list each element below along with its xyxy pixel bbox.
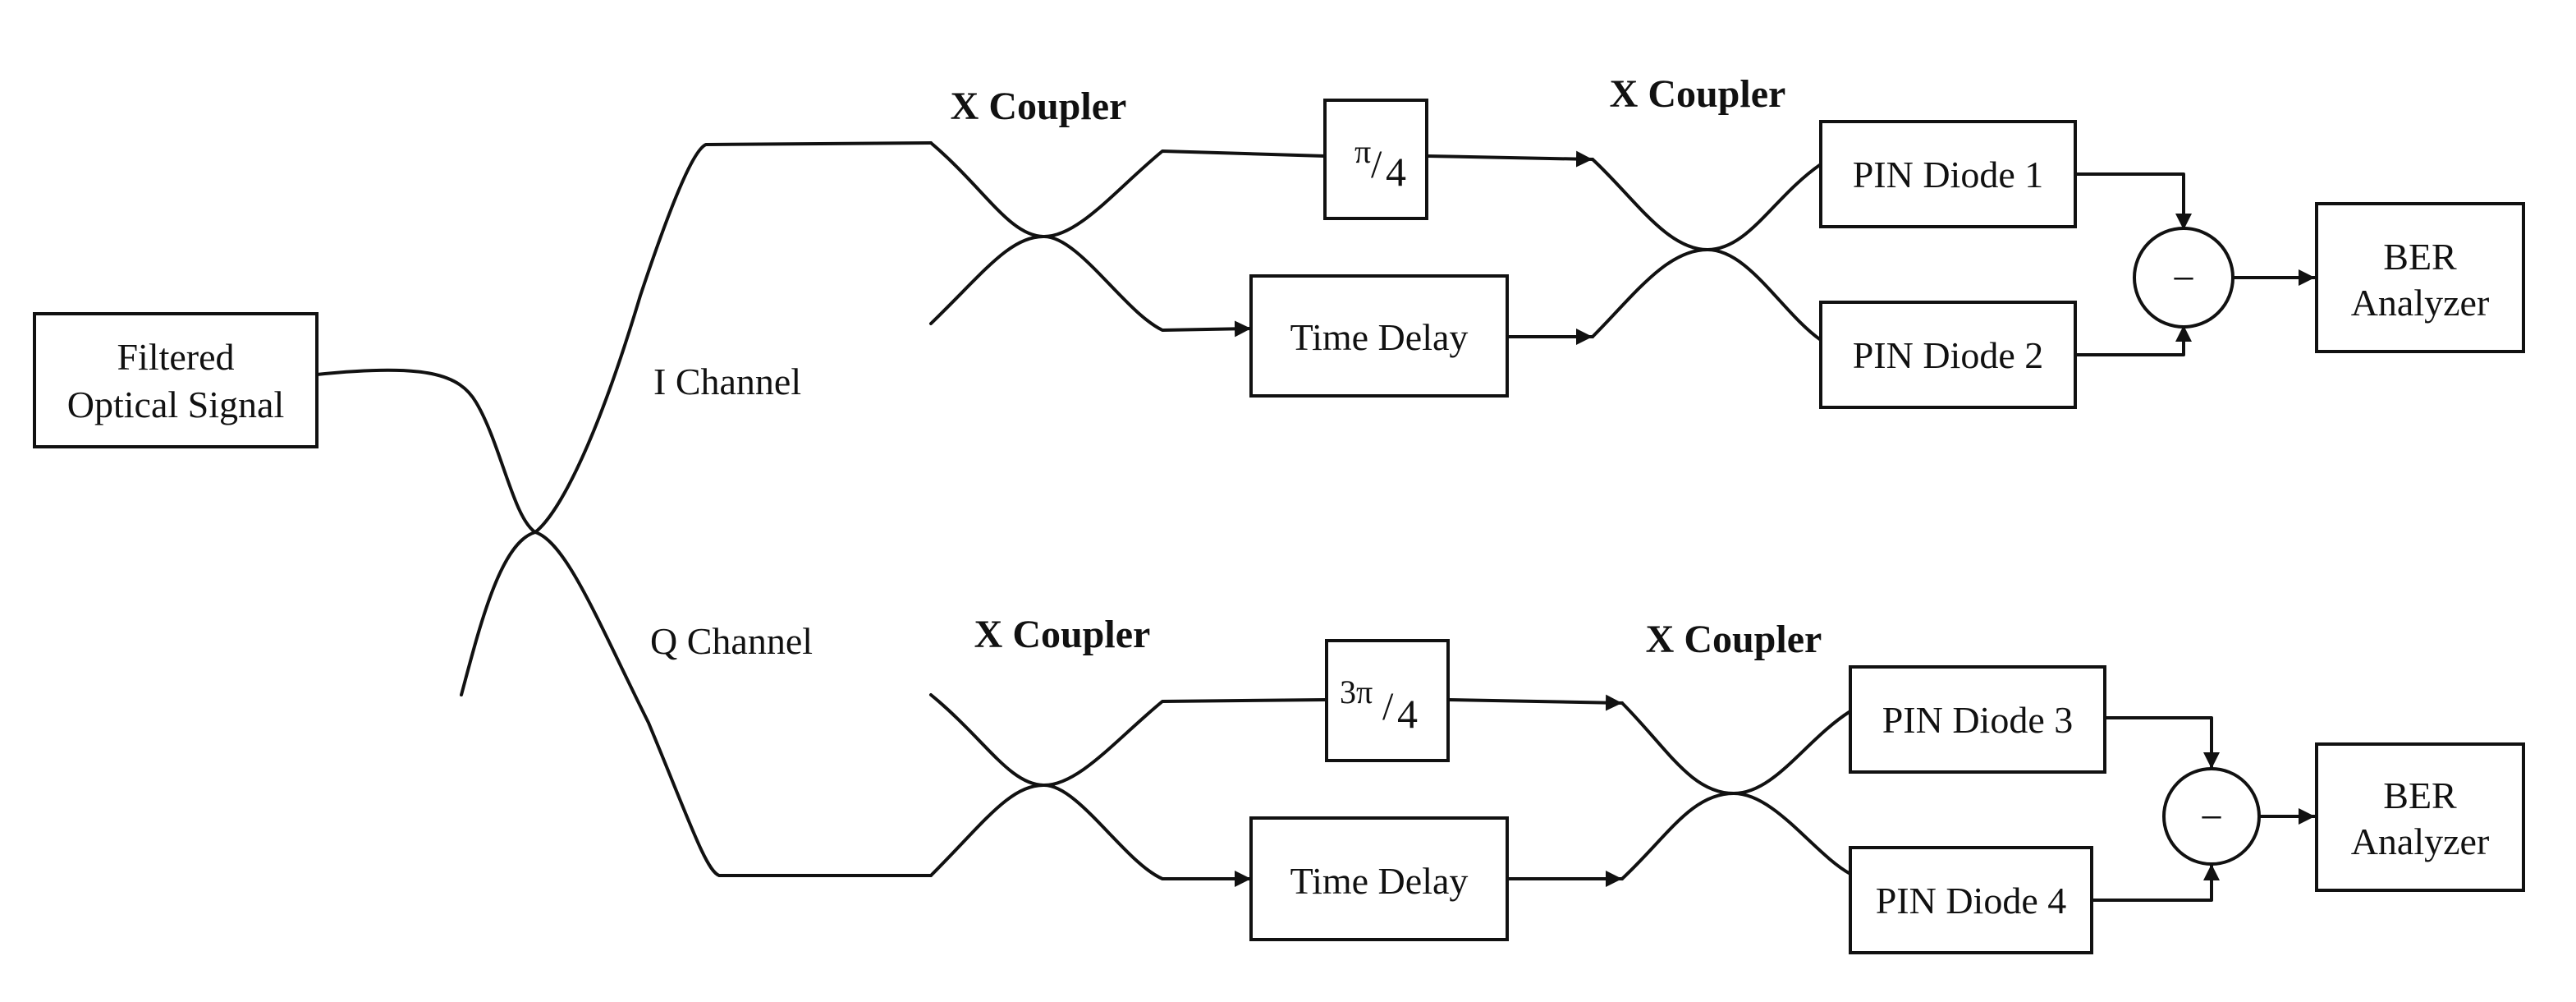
diode1-to-subtractor-wire: [2074, 172, 2192, 232]
i-time-delay: Time Delay: [1249, 274, 1509, 398]
pin-diode-4-label: PIN Diode 4: [1876, 880, 2067, 922]
pin-diode-3-label: PIN Diode 3: [1882, 699, 2074, 741]
q-first-coupler: [929, 693, 1328, 887]
q-second-coupler-label: X Coupler: [1646, 618, 1822, 661]
ber-analyzer-bottom: BER Analyzer: [2315, 742, 2525, 892]
q-time-delay-label: Time Delay: [1290, 860, 1469, 902]
pin-diode-3: PIN Diode 3: [1849, 665, 2106, 774]
q-channel-label: Q Channel: [650, 620, 813, 662]
subtractor-top-symbol: −: [2172, 255, 2195, 301]
subtractor-top: −: [2133, 227, 2235, 329]
source-to-splitter-wire: [315, 141, 933, 534]
q-second-coupler: [1620, 701, 1852, 880]
i-second-coupler: [1591, 158, 1822, 342]
subtractor-bottom: −: [2162, 767, 2261, 866]
diode3-to-subtractor-wire: [2103, 716, 2220, 770]
q-first-coupler-label: X Coupler: [974, 613, 1151, 656]
q-phase-denominator: 4: [1397, 691, 1418, 737]
i-second-coupler-label: X Coupler: [1610, 72, 1786, 116]
channel-splitter: [315, 141, 933, 877]
ber-analyzer-bottom-line2: Analyzer: [2351, 820, 2490, 862]
i-channel-label: I Channel: [653, 361, 801, 402]
splitter-lower-wire: [460, 531, 933, 877]
source-block: Filtered Optical Signal: [33, 312, 319, 448]
q-phase-slash: /: [1382, 685, 1394, 729]
q-time-delay: Time Delay: [1249, 816, 1509, 941]
i-phase-numerator: π: [1354, 133, 1371, 170]
source-label-line2: Optical Signal: [67, 384, 284, 425]
q-phase-numerator: 3π: [1340, 673, 1373, 710]
i-phase-denominator: 4: [1386, 149, 1406, 195]
q-phase-to-coupler-wire: [1446, 694, 1624, 711]
diode2-to-subtractor-wire: [2074, 324, 2192, 356]
subtractor-bottom-symbol: −: [2200, 794, 2223, 840]
pin-diode-2: PIN Diode 2: [1819, 301, 2077, 409]
ber-analyzer-top-line2: Analyzer: [2351, 282, 2490, 324]
pin-diode-4: PIN Diode 4: [1849, 846, 2093, 954]
i-phase-to-coupler-wire: [1425, 150, 1594, 168]
q-phase-shifter: 3π / 4: [1325, 639, 1450, 762]
pin-diode-1-label: PIN Diode 1: [1853, 154, 2044, 195]
pin-diode-2-label: PIN Diode 2: [1853, 334, 2044, 376]
i-time-delay-label: Time Delay: [1290, 316, 1469, 358]
diode4-to-subtractor-wire: [2090, 862, 2220, 902]
i-first-coupler-label: X Coupler: [951, 85, 1127, 128]
ber-analyzer-top-line1: BER: [2383, 236, 2457, 278]
ber-analyzer-bottom-line1: BER: [2383, 774, 2457, 816]
i-phase-shifter: π / 4: [1323, 99, 1428, 220]
i-phase-slash: /: [1371, 143, 1382, 186]
ber-analyzer-top: BER Analyzer: [2315, 202, 2525, 353]
source-label-line1: Filtered: [117, 336, 234, 378]
i-first-coupler: [929, 141, 1327, 338]
pin-diode-1: PIN Diode 1: [1819, 120, 2077, 228]
